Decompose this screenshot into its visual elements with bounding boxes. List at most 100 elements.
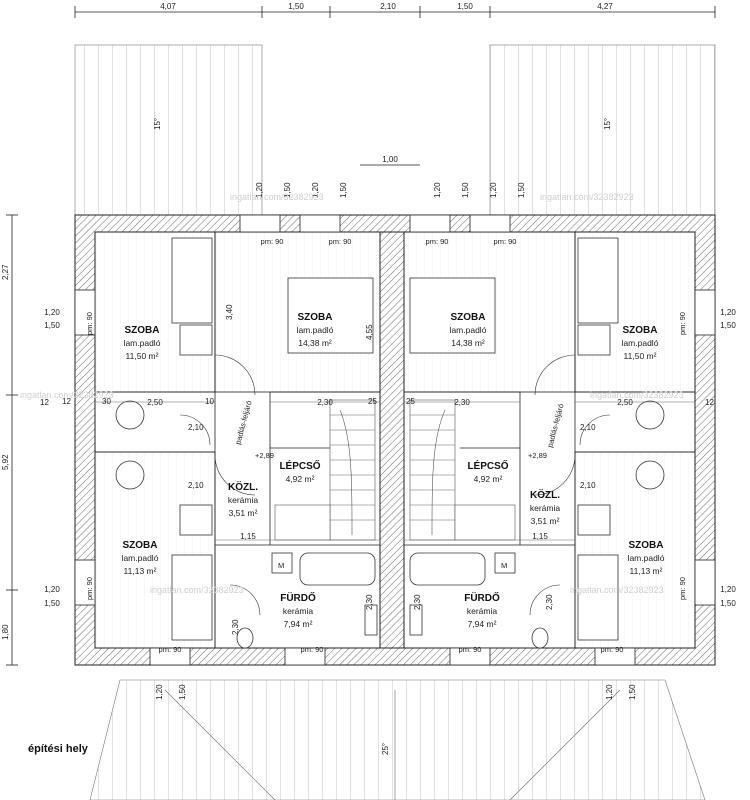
svg-text:12: 12 (62, 397, 71, 406)
svg-text:7,94 m²: 7,94 m² (468, 619, 497, 629)
room-kozl-left: KÖZL. kerámia 3,51 m² (228, 480, 259, 518)
svg-text:25: 25 (406, 397, 415, 406)
win-left-1: 1,20 (44, 308, 60, 317)
svg-text:3,51 m²: 3,51 m² (531, 516, 560, 526)
svg-text:pm: 90: pm: 90 (678, 577, 687, 600)
dim-left-1: 2,27 (1, 264, 10, 280)
level-mark-left: +2,89 (255, 451, 274, 460)
svg-text:pm: 90: pm: 90 (301, 645, 324, 654)
roof-pitch-top-left: 15° (153, 118, 162, 130)
svg-text:ingatlan.com/32382923: ingatlan.com/32382923 (590, 390, 684, 400)
svg-text:SZOBA: SZOBA (623, 325, 658, 336)
svg-text:lam.padló: lam.padló (450, 325, 487, 335)
svg-text:SZOBA: SZOBA (298, 312, 333, 323)
staircase-left (274, 399, 376, 541)
svg-text:ingatlan.com/32382923: ingatlan.com/32382923 (230, 192, 324, 202)
top-window-marks: 1,20 1,50 1,20 1,50 1,20 1,50 1,20 1,50 (255, 182, 526, 198)
dim-left-2: 5,92 (1, 454, 10, 470)
roof-pitch-top-right: 15° (603, 118, 612, 130)
svg-text:pm: 90: pm: 90 (85, 312, 94, 335)
win-left-2: 1,50 (44, 321, 60, 330)
svg-text:ingatlan.com/32382923: ingatlan.com/32382923 (570, 585, 664, 595)
svg-text:SZOBA: SZOBA (125, 325, 160, 336)
roof-bottom: 25° 1,50 1,50 1,20 1,20 (89, 679, 706, 800)
svg-text:2,10: 2,10 (580, 423, 596, 432)
room-szoba-top-left: SZOBA lam.padló 11,50 m² (124, 325, 161, 361)
staircase-right (409, 399, 516, 541)
svg-text:ingatlan.com/32382923: ingatlan.com/32382923 (540, 192, 634, 202)
room-szoba-top-center-right: SZOBA lam.padló 14,38 m² (450, 312, 487, 348)
svg-text:pm: 90: pm: 90 (494, 237, 517, 246)
win-right-3: 1,20 (720, 585, 736, 594)
room-kozl-right: KÖZL. kerámia 3,51 m² (530, 488, 561, 526)
svg-text:pm: 90: pm: 90 (159, 645, 182, 654)
roof-top-left: 15° (74, 44, 263, 216)
svg-text:1,50: 1,50 (517, 182, 526, 198)
svg-text:FÜRDŐ: FÜRDŐ (280, 591, 316, 604)
svg-text:1,20: 1,20 (433, 182, 442, 198)
win-right-1: 1,20 (720, 308, 736, 317)
svg-text:kerámia: kerámia (530, 503, 561, 513)
svg-text:12: 12 (40, 398, 49, 407)
svg-text:1,50: 1,50 (178, 684, 187, 700)
svg-text:pm: 90: pm: 90 (426, 237, 449, 246)
svg-text:pm: 90: pm: 90 (329, 237, 352, 246)
svg-text:ingatlan.com/32382923: ingatlan.com/32382923 (150, 585, 244, 595)
svg-text:11,50 m²: 11,50 m² (126, 351, 159, 361)
svg-text:FÜRDŐ: FÜRDŐ (464, 591, 500, 604)
svg-text:KÖZL.: KÖZL. (530, 488, 560, 501)
roof-pitch-bottom: 25° (381, 743, 390, 755)
room-szoba-top-center-left: SZOBA lam.padló 14,38 m² (297, 312, 334, 348)
svg-text:1,15: 1,15 (240, 532, 256, 541)
svg-text:KÖZL.: KÖZL. (228, 480, 258, 493)
attic-hatch-left: padlás-feljáró (233, 400, 253, 446)
level-mark-right: +2,89 (528, 451, 547, 460)
svg-text:11,13 m²: 11,13 m² (630, 566, 663, 576)
dim-left-3: 1,80 (1, 624, 10, 640)
svg-text:LÉPCSŐ: LÉPCSŐ (467, 459, 508, 472)
svg-text:2,50: 2,50 (147, 398, 163, 407)
svg-text:11,13 m²: 11,13 m² (124, 566, 157, 576)
inner-dimensions: 2,50 2,50 2,30 2,30 1,15 1,15 3,40 4,55 … (62, 304, 695, 635)
dim-top-2: 1,50 (288, 2, 304, 11)
room-furdo-right: FÜRDŐ kerámia 7,94 m² (464, 591, 500, 629)
watermarks: ingatlan.com/32382923 ingatlan.com/32382… (20, 192, 684, 595)
svg-text:2,10: 2,10 (188, 481, 204, 490)
svg-text:1,50: 1,50 (461, 182, 470, 198)
svg-text:3,51 m²: 3,51 m² (229, 508, 258, 518)
svg-text:lam.padló: lam.padló (297, 325, 334, 335)
win-right-4: 1,50 (720, 599, 736, 608)
svg-text:lam.padló: lam.padló (628, 553, 665, 563)
svg-text:lam.padló: lam.padló (124, 338, 161, 348)
svg-text:4,92 m²: 4,92 m² (286, 474, 315, 484)
svg-text:2,30: 2,30 (545, 594, 554, 610)
svg-text:M: M (501, 561, 507, 570)
svg-text:1,20: 1,20 (489, 182, 498, 198)
svg-text:10: 10 (205, 397, 214, 406)
svg-text:1,20: 1,20 (155, 684, 164, 700)
svg-text:2,30: 2,30 (413, 594, 422, 610)
svg-text:14,38 m²: 14,38 m² (451, 338, 485, 348)
svg-text:2,30: 2,30 (365, 594, 374, 610)
svg-text:1,20: 1,20 (311, 182, 320, 198)
svg-text:3,40: 3,40 (225, 304, 234, 320)
dim-1-00: 1,00 (382, 155, 398, 164)
svg-text:25: 25 (368, 397, 377, 406)
windows (74, 214, 716, 666)
svg-text:1,50: 1,50 (339, 182, 348, 198)
svg-text:M: M (278, 561, 284, 570)
svg-text:2,10: 2,10 (188, 423, 204, 432)
svg-text:11,50 m²: 11,50 m² (624, 351, 657, 361)
svg-text:1,20: 1,20 (605, 684, 614, 700)
win-left-3: 1,20 (44, 585, 60, 594)
svg-text:SZOBA: SZOBA (123, 540, 158, 551)
room-furdo-left: FÜRDŐ kerámia 7,94 m² (280, 591, 316, 629)
svg-text:kerámia: kerámia (467, 606, 498, 616)
svg-text:pm: 90: pm: 90 (601, 645, 624, 654)
win-left-4: 1,50 (44, 599, 60, 608)
svg-text:1,50: 1,50 (283, 182, 292, 198)
room-lepcso-left: LÉPCSŐ 4,92 m² (279, 459, 320, 484)
svg-text:2,30: 2,30 (454, 398, 470, 407)
top-dimension-line: 4,07 1,50 2,10 1,50 4,27 (74, 2, 716, 18)
svg-text:14,38 m²: 14,38 m² (298, 338, 332, 348)
